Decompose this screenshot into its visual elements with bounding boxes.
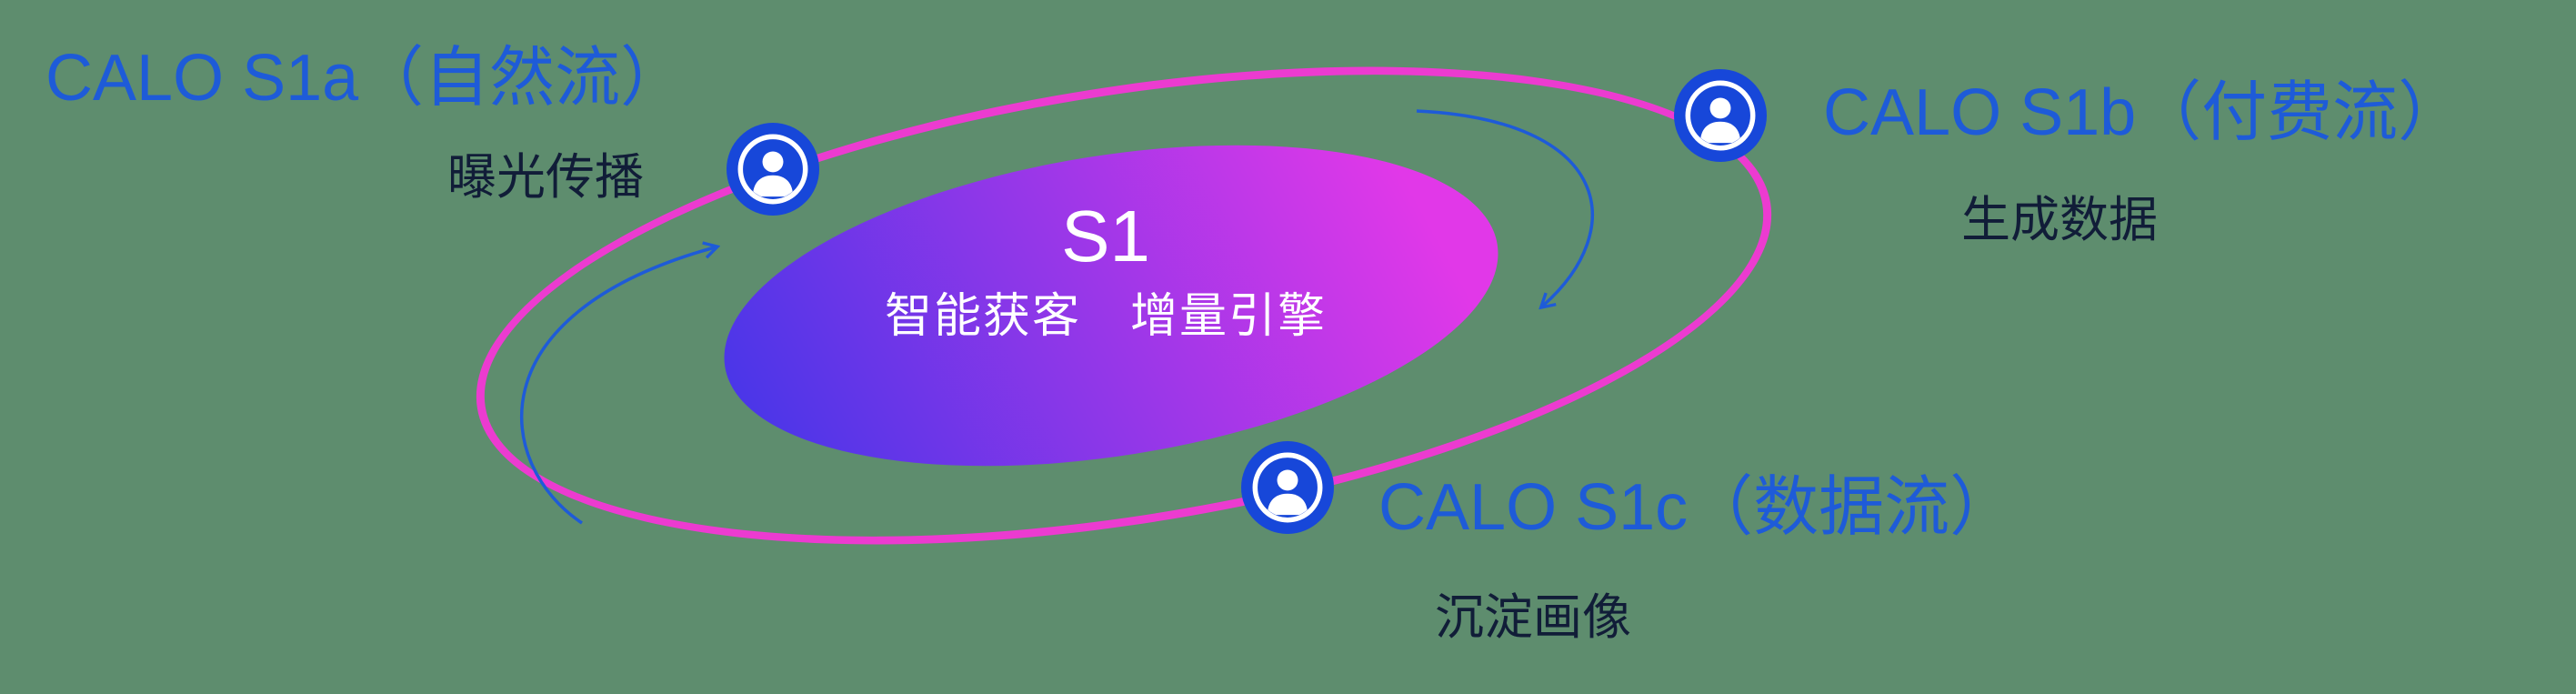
node-sublabel-s1c: 沉淀画像 <box>1435 590 1631 645</box>
core-text: S1 智能获客 增量引擎 <box>884 196 1328 343</box>
core-subtitle: 智能获客 增量引擎 <box>884 290 1328 343</box>
person-icon <box>1241 441 1334 534</box>
person-icon <box>727 123 819 216</box>
node-label-s1a: CALO S1a（自然流） <box>45 42 687 115</box>
node-sublabel-s1b: 生成数据 <box>1961 193 2158 247</box>
node-label-s1c: CALO S1c（数据流） <box>1378 471 2016 544</box>
person-icon <box>1674 69 1767 162</box>
node-label-s1b: CALO S1b（付费流） <box>1823 76 2464 149</box>
arrow-right-down <box>1416 109 1594 306</box>
arrow-left-up <box>519 247 715 525</box>
core-title: S1 <box>1061 196 1150 277</box>
node-sublabel-s1a: 曝光传播 <box>447 150 644 205</box>
